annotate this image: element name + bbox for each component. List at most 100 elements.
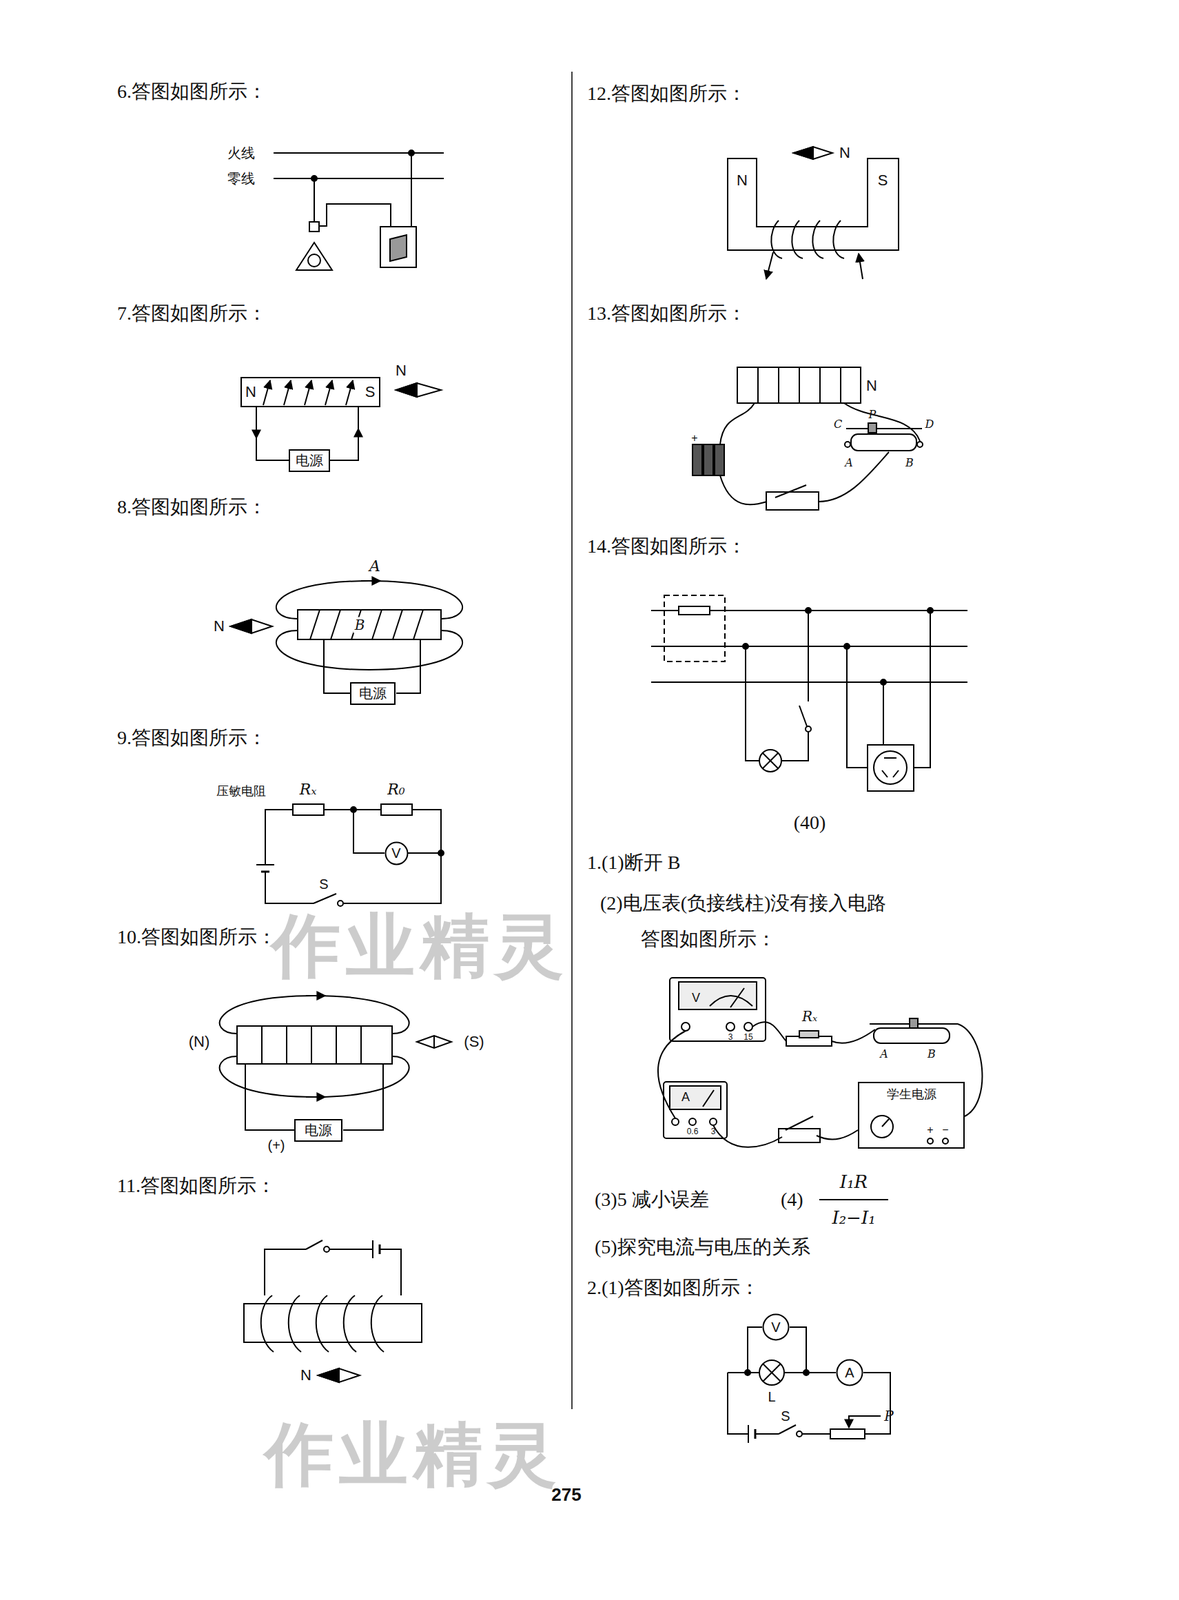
pressure-circuit: [337, 900, 344, 907]
physical-circuit: [658, 1030, 686, 1119]
labelled-box: 学生电源: [857, 1081, 965, 1149]
physical-circuit: [957, 1023, 982, 1117]
solenoid-11: [329, 1248, 373, 1250]
answer-text: 12.答图如图所示：: [587, 82, 747, 105]
column-divider: [571, 71, 573, 1410]
diagram-label: N: [866, 376, 878, 395]
physical-circuit: [752, 1021, 787, 1042]
electromagnet-circuit: [703, 444, 714, 476]
diagram-label: N: [300, 1366, 312, 1384]
answer-text: (3)5 减小误差: [594, 1188, 710, 1211]
solenoid-8: [361, 580, 381, 582]
solenoid-11: [305, 1240, 323, 1250]
physical-circuit: [882, 1119, 889, 1127]
solenoid-11: [264, 1249, 306, 1296]
diagram-label: +: [691, 432, 698, 445]
diagram-label: N: [213, 617, 225, 635]
household-wiring: [651, 681, 968, 683]
answer-text: (2)电压表(负接线柱)没有接入电路: [600, 892, 887, 915]
household-wiring: [873, 751, 907, 785]
solenoid-8: [297, 609, 442, 640]
solenoid-10: [360, 1026, 362, 1064]
solenoid-7: [241, 377, 442, 461]
diagram-label: P: [868, 408, 877, 422]
node-text: 电源: [304, 1122, 333, 1139]
drawing-part: [219, 71, 983, 1443]
household-wiring: [805, 607, 812, 614]
solenoid-8: [310, 609, 320, 640]
physical-circuit: [730, 988, 745, 1008]
household-wiring: [781, 731, 809, 761]
electromagnet-circuit: [818, 452, 889, 502]
node-text: 电源: [359, 685, 387, 702]
node-text: A: [844, 1365, 854, 1381]
household-circuit: [380, 226, 417, 268]
pressure-circuit: [256, 864, 275, 866]
physical-circuit: [709, 1118, 717, 1126]
solenoid-11: [371, 1295, 384, 1352]
household-wiring: [846, 646, 868, 768]
household-wiring: [759, 749, 782, 772]
household-wiring: [805, 726, 812, 732]
physical-circuit: [816, 1130, 858, 1140]
u-magnet: [793, 146, 833, 160]
u-magnet: [793, 146, 814, 160]
u-magnet: [833, 220, 845, 259]
physical-circuit: [873, 1028, 950, 1044]
solenoid-8: [396, 639, 421, 694]
household-circuit: [313, 178, 315, 222]
physical-circuit: [671, 1118, 679, 1126]
meter-circle: A: [835, 1358, 864, 1387]
diagram-label: 3: [711, 1127, 716, 1137]
diagram-label: N: [839, 144, 851, 162]
answer-text: 答图如图所示：: [640, 928, 776, 951]
diagram-label: I₂−I₁: [831, 1207, 876, 1229]
household-wiring: [844, 643, 850, 650]
physical-circuit: [819, 1198, 889, 1201]
solenoid-11: [318, 1368, 340, 1383]
household-wiring: [880, 679, 887, 685]
watermark: 作业精灵: [264, 1414, 563, 1494]
diagram-label: 压敏电阻: [216, 784, 266, 799]
lamp-circuit: [747, 1327, 763, 1373]
diagram-label: A: [879, 1048, 889, 1061]
household-circuit: [410, 152, 413, 227]
diagram-label: B: [353, 617, 367, 634]
diagram-label: (S): [463, 1032, 484, 1051]
physical-circuit: [681, 1022, 690, 1031]
physical-circuit: [778, 1128, 820, 1143]
labelled-box: 电源: [288, 449, 331, 473]
household-wiring: [678, 606, 710, 615]
lamp-circuit: [744, 1369, 751, 1376]
column-divider: [571, 71, 573, 1410]
physical-circuit: [785, 1116, 814, 1131]
solenoid-10: [335, 1026, 337, 1064]
electromagnet-circuit: [766, 491, 819, 510]
physical-circuit: [709, 995, 753, 1007]
diagram-label: R₀: [387, 780, 405, 798]
circle-outline: [763, 1314, 789, 1341]
electromagnet-circuit: [798, 367, 801, 404]
household-wiring: [807, 610, 809, 702]
electromagnet-circuit: [868, 423, 877, 433]
household-wiring: [742, 643, 749, 650]
physical-circuit: [678, 981, 757, 1010]
u-magnet: [858, 253, 863, 280]
diagram-label: A: [681, 1090, 690, 1105]
diagram-label: C: [833, 418, 843, 431]
diagram-label: 火线: [227, 145, 255, 162]
household-wiring: [651, 645, 968, 648]
answer-text: (4): [780, 1188, 804, 1211]
solenoid-11: [243, 1303, 422, 1343]
household-circuit: [311, 175, 317, 182]
diagram-label: N: [245, 383, 257, 401]
answer-text: 2.(1)答图如图所示：: [587, 1276, 760, 1299]
labelled-box: 电源: [294, 1119, 343, 1142]
pressure-circuit: [256, 804, 444, 907]
answer-text: 13.答图如图所示：: [587, 302, 747, 325]
pressure-circuit: [343, 809, 442, 904]
solenoid-7: [396, 383, 417, 397]
household-wiring: [762, 753, 778, 769]
diagram-label: S: [877, 171, 889, 189]
answer-text: 6.答图如图所示：: [117, 80, 267, 103]
